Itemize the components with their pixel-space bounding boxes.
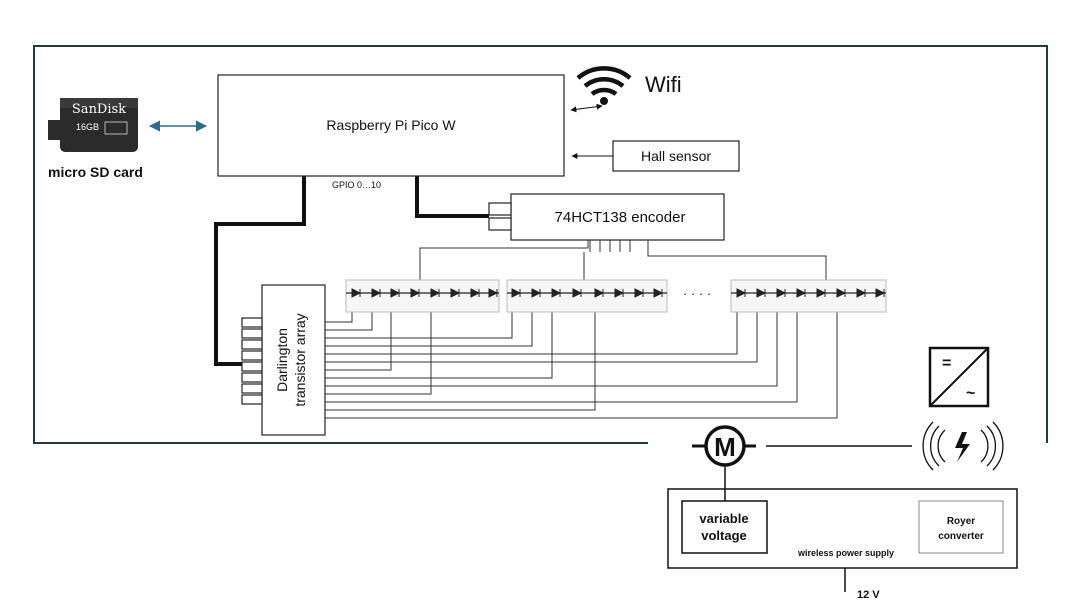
variable-voltage-line1: variable (699, 511, 748, 526)
sd-capacity: 16GB (76, 122, 99, 132)
led-strip-1 (345, 279, 500, 313)
wifi-link-arrow (570, 103, 603, 113)
column-wires (325, 298, 838, 419)
royer-line2: converter (938, 531, 984, 542)
variable-voltage-box (681, 500, 768, 554)
hall-sensor-label: Hall sensor (641, 148, 711, 164)
power-supply-caption: wireless power supply (797, 548, 894, 558)
motor-symbol: M (714, 432, 736, 462)
dc-ac-converter-icon: = ~ (928, 346, 990, 408)
led-strip-2 (506, 279, 668, 313)
wifi-icon (576, 66, 632, 105)
darlington-box (261, 284, 326, 436)
darlington-line2: transistor array (292, 313, 308, 406)
wireless-power-icon (922, 421, 1004, 471)
led-strip-3 (730, 279, 887, 313)
input-voltage-label: 12 V (857, 589, 880, 601)
gpio-label: GPIO 0…10 (332, 180, 381, 190)
hall-sensor-box (612, 140, 740, 172)
darlington-line1: Darlington (274, 328, 290, 392)
royer-line1: Royer (947, 516, 975, 527)
converter-ac-symbol: ~ (966, 385, 975, 402)
darlington-pins (241, 317, 263, 405)
motor-icon: M (692, 425, 756, 467)
encoder-label: 74HCT138 encoder (555, 209, 686, 226)
wifi-label: Wifi (645, 72, 682, 97)
sd-brand: SanDisk (72, 102, 126, 117)
pico-box (217, 74, 565, 177)
led-gap-dots: · · · · (683, 286, 711, 301)
sd-card: SanDisk 16GB (48, 98, 138, 152)
encoder-output-wires (419, 240, 827, 284)
main-frame (33, 45, 1048, 444)
royer-converter-box (918, 500, 1004, 554)
encoder-box (510, 193, 725, 241)
variable-voltage-line2: voltage (701, 528, 747, 543)
pico-label: Raspberry Pi Pico W (326, 117, 456, 133)
converter-dc-symbol: = (942, 355, 951, 372)
sd-caption: micro SD card (48, 164, 143, 180)
